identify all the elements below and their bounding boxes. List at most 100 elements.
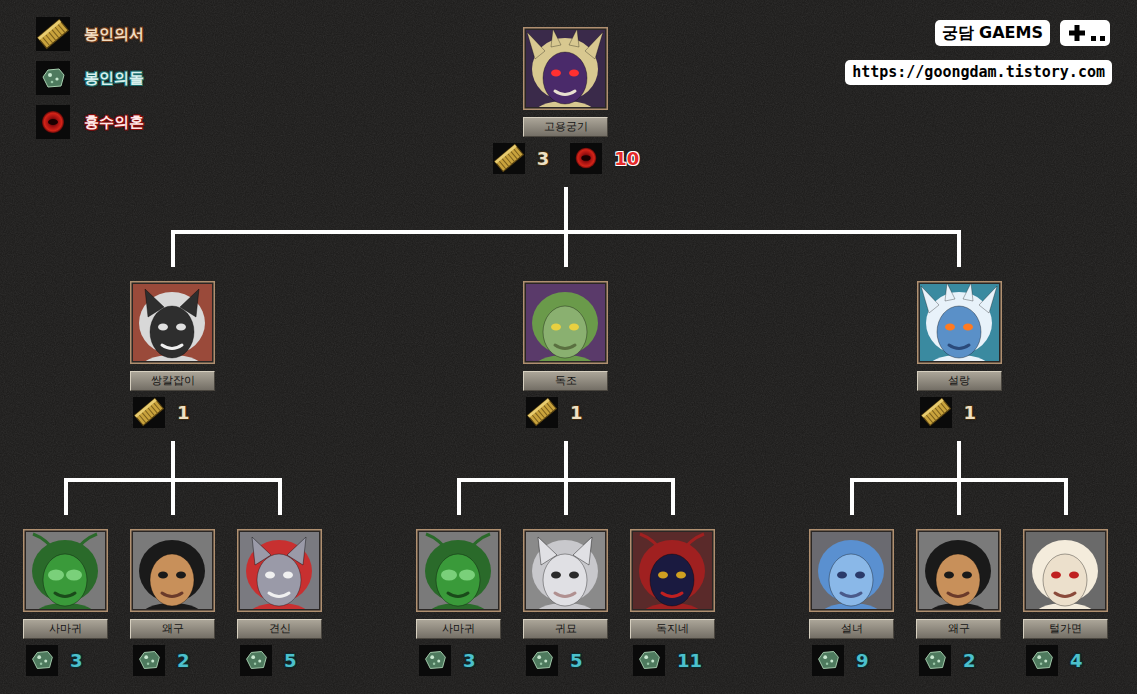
monster-node: 귀묘 5 <box>523 515 608 689</box>
stone-icon <box>25 645 59 677</box>
name-plate: 털가면 <box>1023 619 1108 639</box>
tree-connector <box>566 187 959 267</box>
stone-icon <box>132 645 166 677</box>
monster-node: 독조 1 <box>523 267 608 441</box>
monster-portrait <box>130 529 215 612</box>
cost-number: 3 <box>537 148 550 170</box>
cost-number: 1 <box>964 402 977 424</box>
cost-number: 3 <box>463 650 476 672</box>
monster-node: 털가면 4 <box>1023 515 1108 689</box>
tree-connector <box>959 441 1066 515</box>
cost-row: 1 <box>130 397 215 429</box>
legend-row: 봉인의서 <box>36 17 146 51</box>
soul-icon <box>569 143 603 175</box>
soul-icon <box>36 105 70 139</box>
name-plate: 귀묘 <box>523 619 608 639</box>
stone-icon <box>918 645 952 677</box>
book-icon <box>919 397 953 429</box>
cost-item: 1 <box>919 397 977 429</box>
cost-row: 3 <box>23 645 108 677</box>
monster-node: 왜구 2 <box>130 515 215 689</box>
cost-item: 2 <box>132 645 190 677</box>
stone-icon <box>239 645 273 677</box>
cost-number: 1 <box>177 402 190 424</box>
legend-label: 봉인의서 <box>82 24 146 44</box>
name-plate: 왜구 <box>916 619 1001 639</box>
monster-portrait <box>237 529 322 612</box>
cost-row: 3 <box>416 645 501 677</box>
tree-connector <box>852 441 959 515</box>
monster-node: 쌍칼잡이 1 <box>130 267 215 441</box>
cost-row: 1 <box>523 397 608 429</box>
cost-item: 9 <box>811 645 869 677</box>
tree-connector <box>66 441 173 515</box>
name-plate: 고용궁기 <box>523 117 608 137</box>
monster-portrait <box>416 529 501 612</box>
cost-number: 5 <box>284 650 297 672</box>
monster-portrait <box>523 27 608 110</box>
cost-row: 5 <box>237 645 322 677</box>
stone-icon <box>632 645 666 677</box>
cost-item: 1 <box>525 397 583 429</box>
monster-portrait <box>523 529 608 612</box>
legend-row: 봉인의돌 <box>36 61 146 95</box>
monster-portrait <box>23 529 108 612</box>
boss-node: 고용궁기 3 10 <box>492 13 640 187</box>
cost-number: 2 <box>177 650 190 672</box>
tree-connector <box>173 187 566 267</box>
cost-row: 3 10 <box>492 143 640 175</box>
cost-number: 1 <box>570 402 583 424</box>
site-url: https://goongdam.tistory.com <box>845 60 1112 85</box>
name-plate: 견신 <box>237 619 322 639</box>
book-icon <box>525 397 559 429</box>
stone-icon <box>811 645 845 677</box>
tree-connector <box>566 441 673 515</box>
cost-item: 10 <box>569 143 639 175</box>
cost-item: 1 <box>132 397 190 429</box>
monster-portrait <box>916 529 1001 612</box>
monster-portrait <box>130 281 215 364</box>
cost-item: 3 <box>418 645 476 677</box>
name-plate: 사마귀 <box>416 619 501 639</box>
cost-item: 3 <box>492 143 550 175</box>
name-plate: 사마귀 <box>23 619 108 639</box>
cost-number: 11 <box>677 650 702 672</box>
legend-row: 흉수의혼 <box>36 105 146 139</box>
monster-node: 사마귀 3 <box>416 515 501 689</box>
name-plate: 왜구 <box>130 619 215 639</box>
monster-portrait <box>809 529 894 612</box>
site-badge: 궁담 GAEMS <box>935 20 1050 46</box>
name-plate: 독조 <box>523 371 608 391</box>
name-plate: 설녀 <box>809 619 894 639</box>
cost-number: 5 <box>570 650 583 672</box>
cost-item: 5 <box>239 645 297 677</box>
tree-connector <box>459 441 566 515</box>
cost-item: 4 <box>1025 645 1083 677</box>
cost-item: 5 <box>525 645 583 677</box>
cost-item: 11 <box>632 645 702 677</box>
name-plate: 설랑 <box>917 371 1002 391</box>
cost-item: 3 <box>25 645 83 677</box>
cost-row: 9 <box>809 645 894 677</box>
legend-label: 봉인의돌 <box>82 68 146 88</box>
cost-number: 10 <box>614 148 639 170</box>
monster-node: 설녀 9 <box>809 515 894 689</box>
stone-icon <box>525 645 559 677</box>
cost-row: 1 <box>917 397 1002 429</box>
monster-portrait <box>1023 529 1108 612</box>
monster-portrait <box>630 529 715 612</box>
name-plate: 독지네 <box>630 619 715 639</box>
stone-icon <box>1025 645 1059 677</box>
cost-row: 2 <box>916 645 1001 677</box>
name-plate: 쌍칼잡이 <box>130 371 215 391</box>
cost-number: 3 <box>70 650 83 672</box>
book-icon <box>36 17 70 51</box>
plus-badge <box>1060 20 1110 46</box>
monster-node: 사마귀 3 <box>23 515 108 689</box>
cost-row: 2 <box>130 645 215 677</box>
monster-node: 왜구 2 <box>916 515 1001 689</box>
cost-row: 4 <box>1023 645 1108 677</box>
cost-number: 2 <box>963 650 976 672</box>
stone-icon <box>36 61 70 95</box>
cost-row: 11 <box>630 645 715 677</box>
